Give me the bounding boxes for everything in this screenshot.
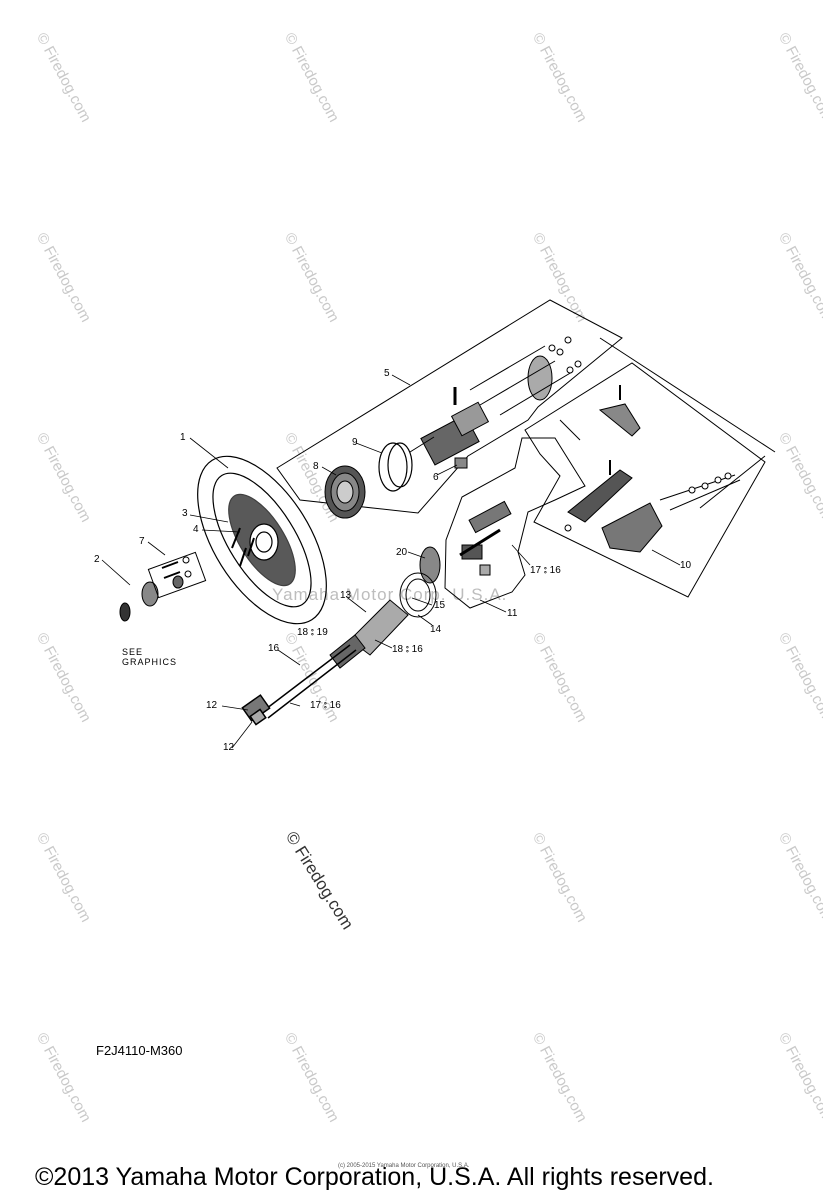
bolts-7 [147, 551, 207, 599]
callout-20: 20 [396, 547, 408, 558]
callout-15: 15 [434, 600, 446, 611]
ring [378, 442, 413, 492]
see-graphics-note: SEE GRAPHICS [122, 647, 177, 667]
callout-7: 7 [139, 536, 145, 547]
callout-16: 16 [268, 643, 280, 654]
hub-nut [119, 581, 159, 622]
group-10-fasteners [564, 472, 732, 532]
column-boots [329, 528, 501, 669]
part-code: F2J4110-M360 [96, 1043, 183, 1058]
steering-wheel [197, 455, 327, 625]
bracket-parts [461, 500, 512, 576]
callout-18-19: 18 ⦂ 19 [297, 627, 328, 638]
steering-shaft [241, 644, 357, 726]
tiny-copyright: (c) 2005-2015 Yamaha Motor Corporation, … [338, 1163, 470, 1169]
callout-11: 11 [507, 608, 518, 619]
washers-5 [548, 336, 582, 374]
bracket-11-outline [444, 437, 586, 609]
callout-18-16: 18 ⦂ 16 [392, 644, 423, 655]
bolts-4 [231, 527, 255, 567]
callout-10: 10 [680, 560, 692, 571]
hub-adaptor [324, 465, 366, 519]
callout-9: 9 [352, 437, 358, 448]
tilt-mechanism [409, 345, 573, 469]
see-graphics-line2: GRAPHICS [122, 657, 178, 667]
leader-lines [101, 374, 681, 749]
callout-6: 6 [433, 472, 439, 483]
tilt-lever-assembly [567, 385, 741, 553]
callout-12b: 12 [223, 742, 235, 753]
callout-3: 3 [182, 508, 188, 519]
group-10-outline [524, 362, 766, 598]
callout-2: 2 [94, 554, 100, 565]
callout-1: 1 [180, 432, 186, 443]
callout-12a: 12 [206, 700, 218, 711]
callout-13: 13 [340, 590, 352, 601]
callout-17-16-lower: 17 ⦂ 16 [310, 700, 341, 711]
see-graphics-line1: SEE [122, 647, 144, 657]
callout-4: 4 [193, 524, 199, 535]
callout-17-16-upper: 17 ⦂ 16 [530, 565, 561, 576]
callout-8: 8 [313, 461, 319, 472]
callout-5: 5 [384, 368, 390, 379]
callout-14: 14 [430, 624, 442, 635]
copyright-footer: ©2013 Yamaha Motor Corporation, U.S.A. A… [35, 1163, 714, 1191]
